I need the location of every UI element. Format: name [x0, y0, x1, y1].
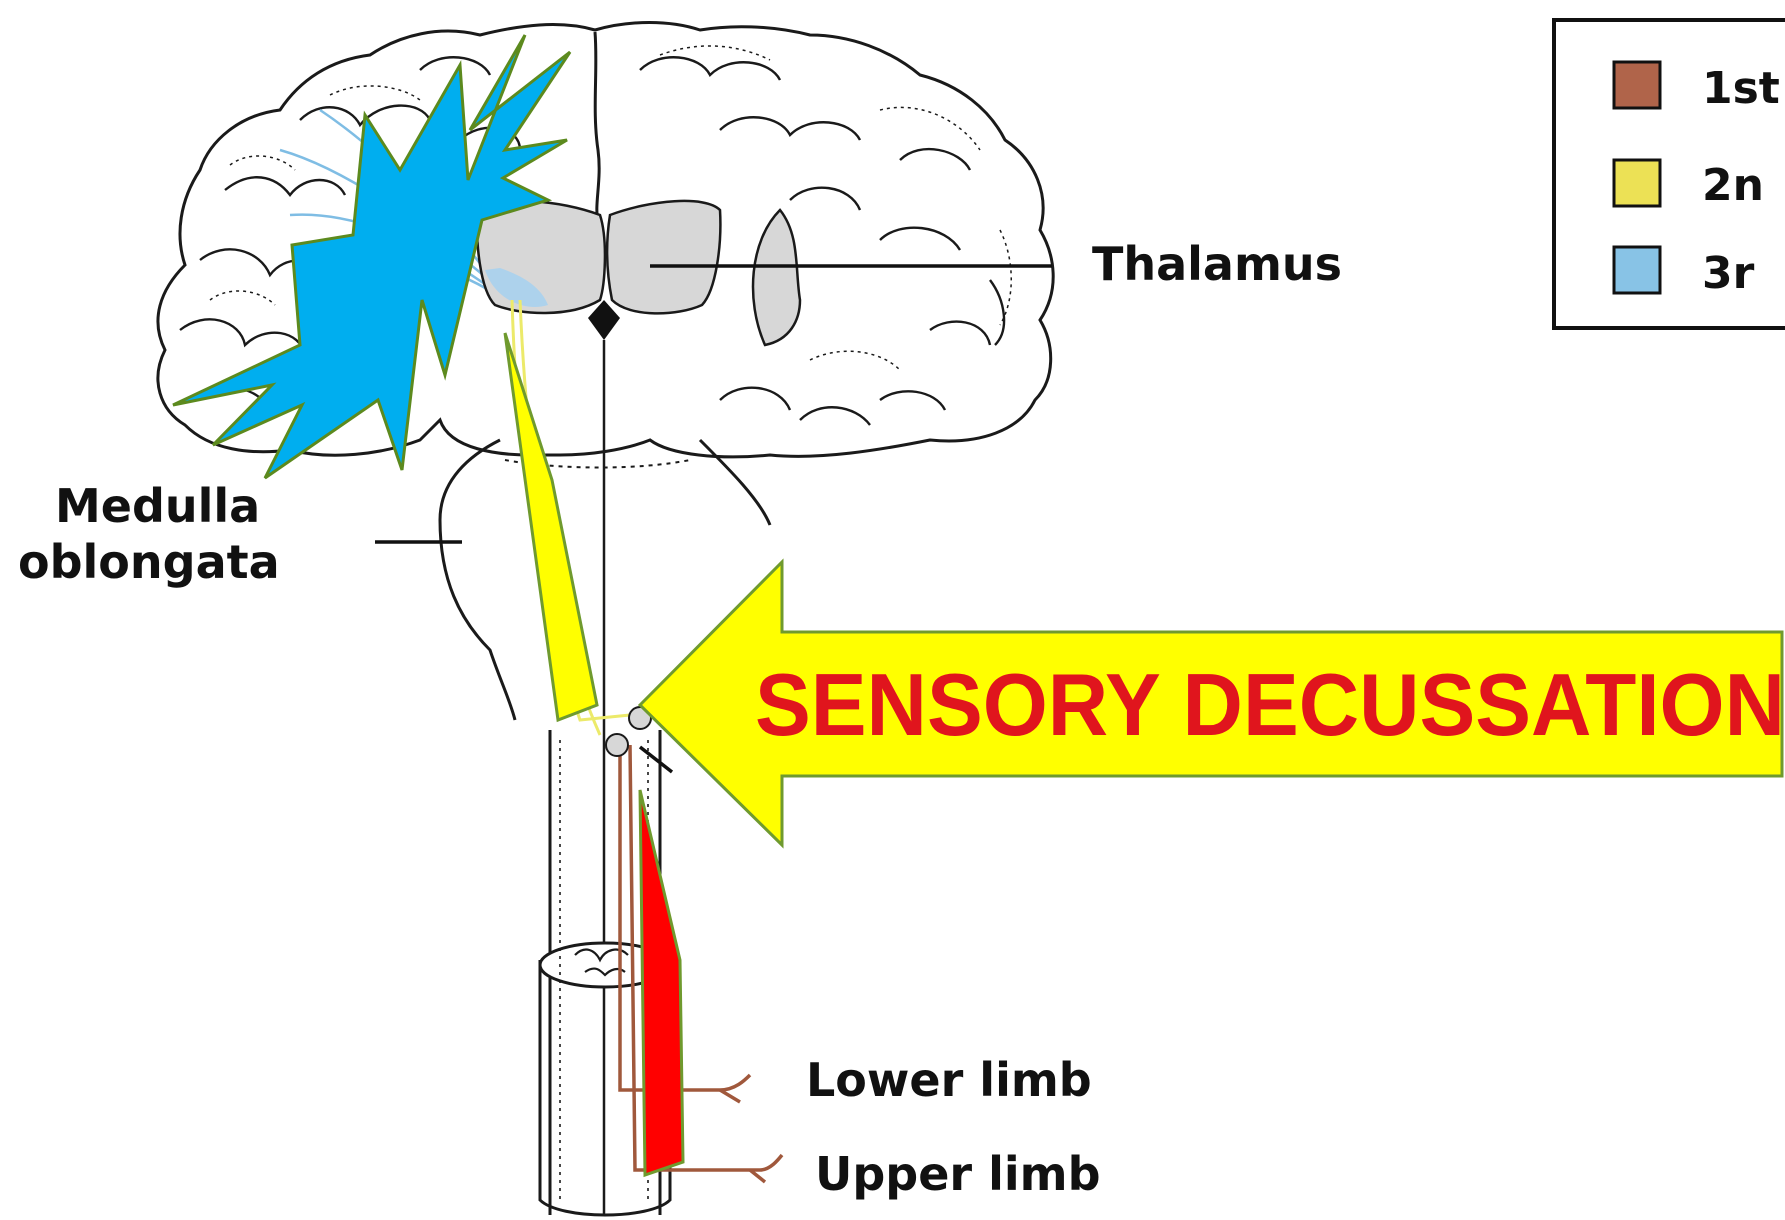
legend-label-1st: 1st — [1702, 63, 1780, 114]
longitudinal-fissure — [595, 32, 599, 220]
legend-label-3rd: 3r — [1702, 248, 1755, 299]
medulla-label-line1: Medulla — [55, 479, 260, 533]
thalamus-right — [607, 201, 720, 313]
lower-limb-label: Lower limb — [806, 1053, 1092, 1107]
upper-limb-label: Upper limb — [815, 1147, 1101, 1201]
lateral-ventricle-right — [753, 210, 800, 345]
medulla-outline-right — [700, 440, 770, 525]
legend-swatch-1st — [1614, 62, 1660, 108]
legend-swatch-2nd — [1614, 160, 1660, 206]
thalamus-label: Thalamus — [1092, 237, 1342, 291]
decussation-callout-text: SENSORY DECUSSATION — [755, 655, 1785, 754]
medulla-label-line2: oblongata — [18, 535, 280, 589]
legend-label-2nd: 2n — [1702, 160, 1764, 211]
medulla-outline-left — [440, 440, 515, 720]
second-order-arrow — [505, 333, 597, 720]
thalamus-structure — [477, 201, 800, 345]
nucleus-gracilis — [606, 734, 628, 756]
decussation-pointer — [640, 747, 672, 772]
third-ventricle — [588, 300, 620, 340]
legend: 1st 2n 3r — [1554, 20, 1785, 328]
legend-swatch-3rd — [1614, 247, 1660, 293]
